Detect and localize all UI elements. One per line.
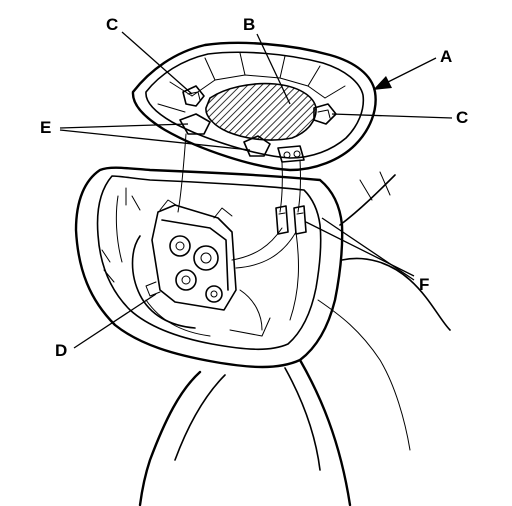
label-d: D	[55, 341, 67, 360]
label-e: E	[40, 118, 51, 137]
label-a: A	[440, 47, 452, 66]
mirror-glass-holder	[131, 41, 377, 172]
mirror-actuator	[131, 199, 299, 337]
actuator-mount-plate	[205, 82, 317, 141]
electrical-connectors	[275, 205, 307, 235]
label-c-top: C	[106, 15, 118, 34]
label-b: B	[243, 15, 255, 34]
label-c-right: C	[456, 108, 468, 127]
mirror-housing	[74, 166, 451, 506]
label-f: F	[419, 275, 429, 294]
callouts: A B C C E D F	[40, 15, 468, 360]
